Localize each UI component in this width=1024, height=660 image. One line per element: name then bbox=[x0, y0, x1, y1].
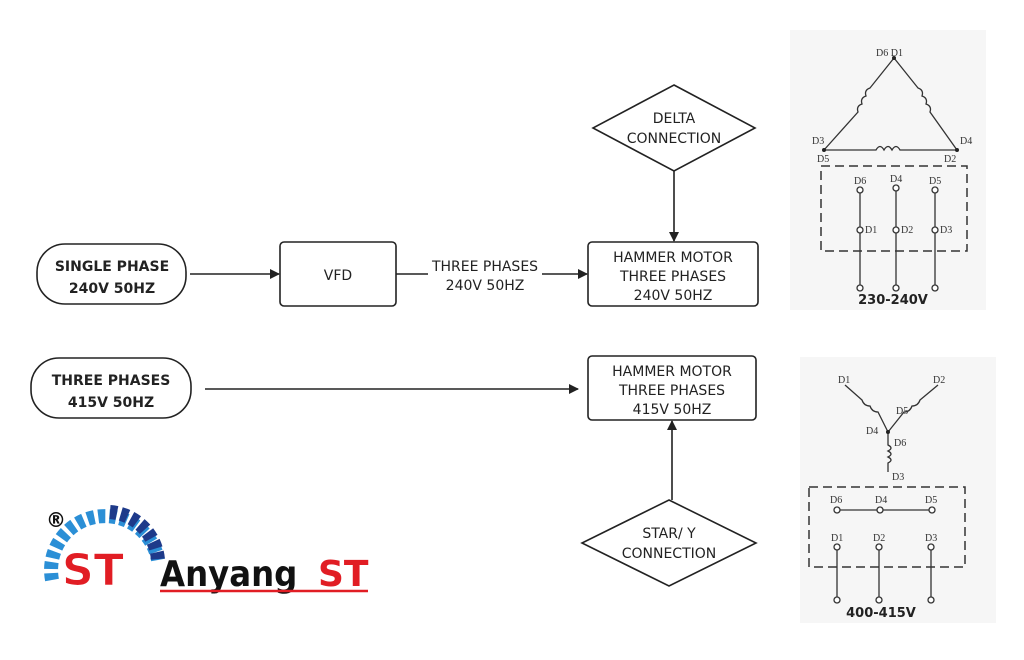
svg-text:D2: D2 bbox=[944, 154, 956, 165]
single-phase-source: SINGLE PHASE 240V 50HZ bbox=[36, 243, 187, 305]
svg-text:D5: D5 bbox=[817, 154, 829, 165]
svg-text:HAMMER MOTOR: HAMMER MOTOR bbox=[612, 364, 732, 380]
anyang-st-logo: ® ST Anyang ST bbox=[44, 505, 369, 597]
svg-text:SINGLE PHASE: SINGLE PHASE bbox=[55, 259, 169, 275]
registered-mark: ® bbox=[46, 508, 66, 532]
svg-text:HAMMER MOTOR: HAMMER MOTOR bbox=[613, 250, 733, 266]
vfd-box: VFD bbox=[279, 241, 397, 307]
svg-text:D4: D4 bbox=[866, 426, 878, 437]
svg-text:D5: D5 bbox=[925, 495, 937, 506]
svg-text:D3: D3 bbox=[812, 136, 824, 147]
svg-text:D1: D1 bbox=[838, 375, 850, 386]
svg-text:D3: D3 bbox=[892, 472, 904, 483]
svg-text:D1: D1 bbox=[831, 533, 843, 544]
svg-text:240V 50HZ: 240V 50HZ bbox=[446, 278, 525, 294]
svg-text:400-415V: 400-415V bbox=[846, 606, 916, 621]
svg-text:D3: D3 bbox=[925, 533, 937, 544]
svg-text:D6: D6 bbox=[894, 438, 906, 449]
svg-text:230-240V: 230-240V bbox=[858, 293, 928, 308]
svg-text:CONNECTION: CONNECTION bbox=[622, 546, 717, 562]
svg-text:STAR/ Y: STAR/ Y bbox=[642, 526, 696, 542]
svg-text:D2: D2 bbox=[873, 533, 885, 544]
delta-connection-diamond: DELTA CONNECTION bbox=[591, 84, 757, 172]
vfd-output-label: THREE PHASES bbox=[431, 259, 538, 275]
svg-text:Anyang: Anyang bbox=[160, 554, 297, 595]
svg-text:D1: D1 bbox=[865, 225, 877, 236]
svg-text:ST: ST bbox=[318, 554, 369, 595]
svg-text:VFD: VFD bbox=[324, 268, 352, 284]
svg-text:D4: D4 bbox=[875, 495, 887, 506]
delta-wiring-diagram: D6 D1 D3 D5 D4 D2 D6 D4 D5 D1 D2 D3 230-… bbox=[790, 30, 986, 310]
svg-text:240V 50HZ: 240V 50HZ bbox=[634, 288, 713, 304]
svg-text:D2: D2 bbox=[933, 375, 945, 386]
hammer-motor-415v: HAMMER MOTOR THREE PHASES 415V 50HZ bbox=[587, 355, 757, 421]
svg-text:ST: ST bbox=[62, 545, 124, 596]
svg-text:D2: D2 bbox=[901, 225, 913, 236]
svg-text:240V 50HZ: 240V 50HZ bbox=[69, 281, 155, 297]
svg-text:THREE PHASES: THREE PHASES bbox=[52, 373, 171, 389]
svg-text:D4: D4 bbox=[960, 136, 972, 147]
svg-text:D5: D5 bbox=[929, 176, 941, 187]
svg-text:DELTA: DELTA bbox=[653, 111, 696, 127]
star-wiring-diagram: D1 D2 D5 D4 D6 D3 D6 D4 D5 D1 D2 D3 400-… bbox=[800, 357, 996, 623]
three-phase-source: THREE PHASES 415V 50HZ bbox=[30, 357, 192, 419]
svg-text:THREE PHASES: THREE PHASES bbox=[619, 269, 726, 285]
svg-text:D5: D5 bbox=[896, 406, 908, 417]
star-connection-diamond: STAR/ Y CONNECTION bbox=[580, 499, 758, 587]
svg-text:D6 D1: D6 D1 bbox=[876, 48, 903, 59]
svg-text:415V 50HZ: 415V 50HZ bbox=[633, 402, 712, 418]
hammer-motor-240v: HAMMER MOTOR THREE PHASES 240V 50HZ bbox=[587, 241, 759, 307]
svg-text:D6: D6 bbox=[854, 176, 866, 187]
svg-text:D3: D3 bbox=[940, 225, 952, 236]
svg-text:415V 50HZ: 415V 50HZ bbox=[68, 395, 154, 411]
svg-text:CONNECTION: CONNECTION bbox=[627, 131, 722, 147]
svg-text:THREE PHASES: THREE PHASES bbox=[618, 383, 725, 399]
svg-text:D4: D4 bbox=[890, 174, 902, 185]
svg-text:D6: D6 bbox=[830, 495, 842, 506]
